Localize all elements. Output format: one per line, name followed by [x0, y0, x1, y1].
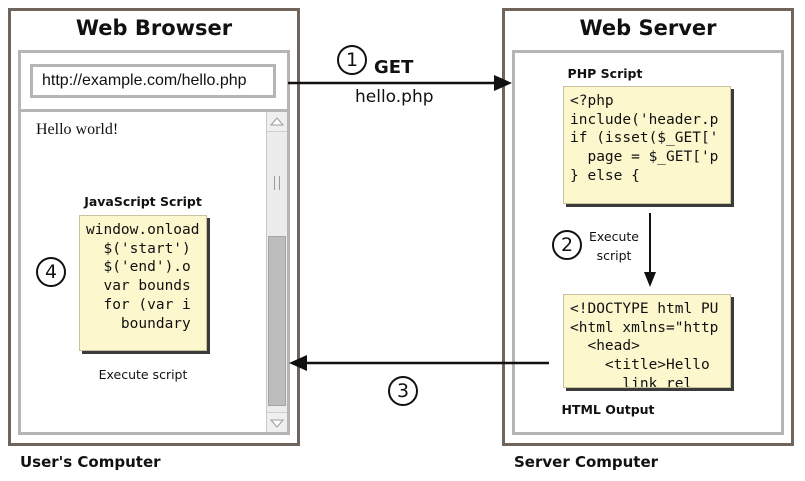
user-computer-caption: User's Computer: [20, 453, 161, 471]
code-line: $('start'): [86, 240, 191, 257]
javascript-script-label: JavaScript Script: [84, 194, 202, 209]
code-line: <html xmlns="http: [570, 319, 719, 336]
server-computer-caption: Server Computer: [514, 453, 659, 471]
html-output-code-box: <!DOCTYPE html PU <html xmlns="http <hea…: [563, 294, 731, 388]
code-line: var bounds: [86, 278, 191, 295]
code-line: $('end').o: [86, 259, 191, 276]
server-execute-label-line1: Execute: [589, 229, 639, 244]
scroll-up-button[interactable]: [267, 112, 287, 132]
requested-resource-label: hello.php: [355, 87, 434, 107]
scroll-down-button[interactable]: [267, 412, 287, 432]
browser-execute-label: Execute script: [98, 367, 188, 382]
web-browser-title: Web Browser: [75, 16, 233, 40]
code-line: link rel: [570, 375, 693, 388]
scroll-grip-icon: [272, 176, 283, 190]
scroll-up-arrow-icon: [269, 117, 285, 126]
server-execute-label-line2: script: [596, 248, 632, 263]
scroll-thumb[interactable]: [268, 236, 286, 406]
code-line: boundary: [86, 315, 191, 332]
http-method-label: GET: [374, 57, 414, 78]
code-line: window.onload: [86, 222, 200, 238]
code-line: page = $_GET['p: [570, 149, 719, 166]
code-line: for (var i: [86, 296, 191, 313]
step-4-circle: 4: [36, 257, 66, 287]
code-line: <?php: [570, 93, 614, 109]
execute-arrow: [644, 213, 656, 287]
php-script-label: PHP Script: [567, 66, 643, 81]
php-code-box: <?php include('header.p if (isset($_GET[…: [563, 86, 731, 204]
code-line: } else {: [570, 167, 640, 184]
step-2-circle: 2: [552, 230, 582, 260]
code-line: <!DOCTYPE html PU: [570, 301, 719, 317]
code-line: <title>Hello: [570, 357, 710, 374]
step-3-circle: 3: [388, 376, 418, 406]
step-1-circle: 1: [337, 45, 367, 75]
html-output-label: HTML Output: [561, 402, 655, 417]
browser-divider: [21, 109, 287, 112]
code-line: include('header.p: [570, 111, 719, 128]
page-content-text: Hello world!: [36, 121, 119, 138]
code-line: if (isset($_GET[': [570, 130, 719, 147]
url-bar[interactable]: http://example.com/hello.php: [30, 64, 276, 98]
code-line: <head>: [570, 338, 640, 355]
web-server-title: Web Server: [579, 16, 717, 40]
response-arrow: [289, 355, 549, 371]
scroll-down-arrow-icon: [269, 419, 285, 428]
request-arrow: [288, 75, 512, 91]
browser-scrollbar[interactable]: [266, 112, 287, 432]
javascript-code-box: window.onload $('start') $('end').o var …: [79, 215, 207, 351]
